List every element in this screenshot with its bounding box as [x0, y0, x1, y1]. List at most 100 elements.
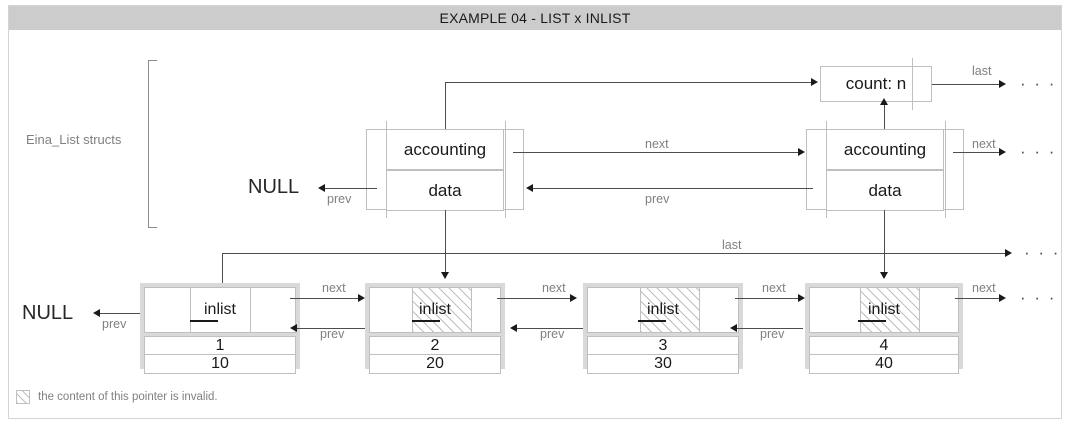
node3-pointer-mark [638, 320, 666, 322]
node3-inlist-label: inlist [646, 301, 679, 318]
node2-value2: 20 [369, 355, 501, 374]
last-pointer-target: · · · [1024, 243, 1061, 262]
inlist-node-1: inlist 1 10 [140, 283, 300, 374]
node3-next-arrowhead [798, 294, 805, 302]
legend-text: the content of this pointer is invalid. [38, 391, 218, 403]
count-last-label: last [972, 64, 992, 78]
struct1-data-vline [445, 210, 446, 278]
node1-value2: 10 [144, 355, 296, 374]
node2-next-label: next [542, 281, 566, 295]
inlist-node-2: inlist 2 20 [365, 283, 505, 374]
node2-invalid-hatch [412, 288, 472, 332]
node4-inlist-row: inlist [809, 287, 959, 333]
node1-prev-label: prev [102, 317, 127, 331]
last-pointer-hline [222, 253, 1008, 254]
struct1-next-line [513, 152, 803, 153]
struct1-right-divider [505, 121, 506, 218]
struct1-next-label: next [645, 137, 669, 151]
struct1-prev-arrowhead [318, 184, 325, 192]
count-box-label: count: n [845, 74, 907, 93]
struct1-accounting-arrowhead [811, 78, 818, 86]
node1-prev-arrowhead [93, 309, 100, 317]
last-pointer-vline [222, 253, 223, 298]
node4-next-label: next [972, 281, 996, 295]
struct2-data-cell: data [826, 170, 944, 211]
node2-prev-line [297, 328, 365, 329]
node3-prev-line [517, 328, 583, 329]
node4-inlist-label: inlist [867, 301, 900, 318]
inlist-node-4: inlist 4 40 [805, 283, 963, 374]
node4-next-line [955, 298, 1001, 299]
struct2-next-target: · · · [1020, 142, 1057, 161]
count-last-line [932, 84, 1001, 85]
count-last-target: · · · [1020, 74, 1057, 93]
struct1-accounting-vline [445, 82, 446, 130]
node4-next-arrowhead [999, 294, 1006, 302]
struct2-next-line [953, 152, 1001, 153]
struct2-right-divider [945, 121, 946, 218]
node3-invalid-hatch [640, 288, 700, 332]
eina-list-struct-1: accounting data [366, 121, 524, 218]
struct2-prev-label: prev [645, 192, 670, 206]
node4-value2: 40 [809, 355, 959, 374]
last-pointer-label: last [722, 238, 742, 252]
node4-pointer-mark [858, 320, 886, 322]
struct2-prev-arrowhead [526, 184, 533, 192]
struct2-accounting-vline [884, 104, 885, 130]
node2-pointer-mark [412, 320, 440, 322]
node1-next-line [290, 298, 362, 299]
node2-prev-label: prev [320, 327, 345, 341]
struct1-prev-label: prev [327, 192, 352, 206]
struct1-accounting-hline [445, 82, 813, 83]
struct1-next-arrowhead [798, 148, 805, 156]
node1-prev-line [100, 313, 142, 314]
node2-next-line [497, 298, 573, 299]
node4-prev-arrowhead [730, 324, 737, 332]
node3-prev-label: prev [540, 327, 565, 341]
node2-value1: 2 [369, 336, 501, 355]
struct2-next-arrowhead [999, 148, 1006, 156]
struct1-data-cell: data [386, 170, 504, 211]
struct2-left-divider [826, 121, 827, 218]
struct1-left-divider [386, 121, 387, 218]
node1-inlist-row: inlist [144, 287, 296, 333]
node1-pointer-mark [190, 320, 218, 322]
node3-next-line [735, 298, 803, 299]
struct1-prev-null: NULL [248, 176, 300, 198]
struct2-data-vline [884, 210, 885, 278]
node4-next-target: · · · [1020, 288, 1057, 307]
count-box: count: n [820, 58, 932, 110]
node2-inlist-label: inlist [418, 301, 451, 318]
struct2-accounting-cell: accounting [826, 129, 944, 170]
node2-inlist-row: inlist [369, 287, 501, 333]
node4-prev-line [737, 328, 803, 329]
node1-inlist-label: inlist [203, 301, 236, 318]
struct2-accounting-arrowhead [880, 98, 888, 105]
count-box-divider [912, 58, 913, 110]
node1-next-label: next [322, 281, 346, 295]
node1-next-arrowhead [358, 294, 365, 302]
node1-prev-null: NULL [22, 302, 74, 324]
node3-value2: 30 [587, 355, 739, 374]
legend-hatch-icon [16, 390, 30, 404]
node2-next-arrowhead [570, 294, 577, 302]
node4-invalid-hatch [860, 288, 920, 332]
node3-value1: 3 [587, 336, 739, 355]
count-last-arrowhead [999, 80, 1006, 88]
struct1-prev-line [325, 188, 377, 189]
struct1-accounting-cell: accounting [386, 129, 504, 170]
node2-prev-arrowhead [290, 324, 297, 332]
struct2-prev-line [533, 188, 813, 189]
struct1-data-arrowhead [441, 272, 449, 279]
last-pointer-arrowhead [1005, 249, 1012, 257]
struct2-next-label: next [972, 137, 996, 151]
eina-list-bracket-label: Eina_List structs [26, 132, 122, 147]
node4-prev-label: prev [760, 327, 785, 341]
node3-next-label: next [762, 281, 786, 295]
struct2-data-arrowhead [880, 272, 888, 279]
node3-prev-arrowhead [510, 324, 517, 332]
node1-value1: 1 [144, 336, 296, 355]
eina-list-struct-2: accounting data [806, 121, 964, 218]
eina-list-bracket [148, 60, 157, 228]
